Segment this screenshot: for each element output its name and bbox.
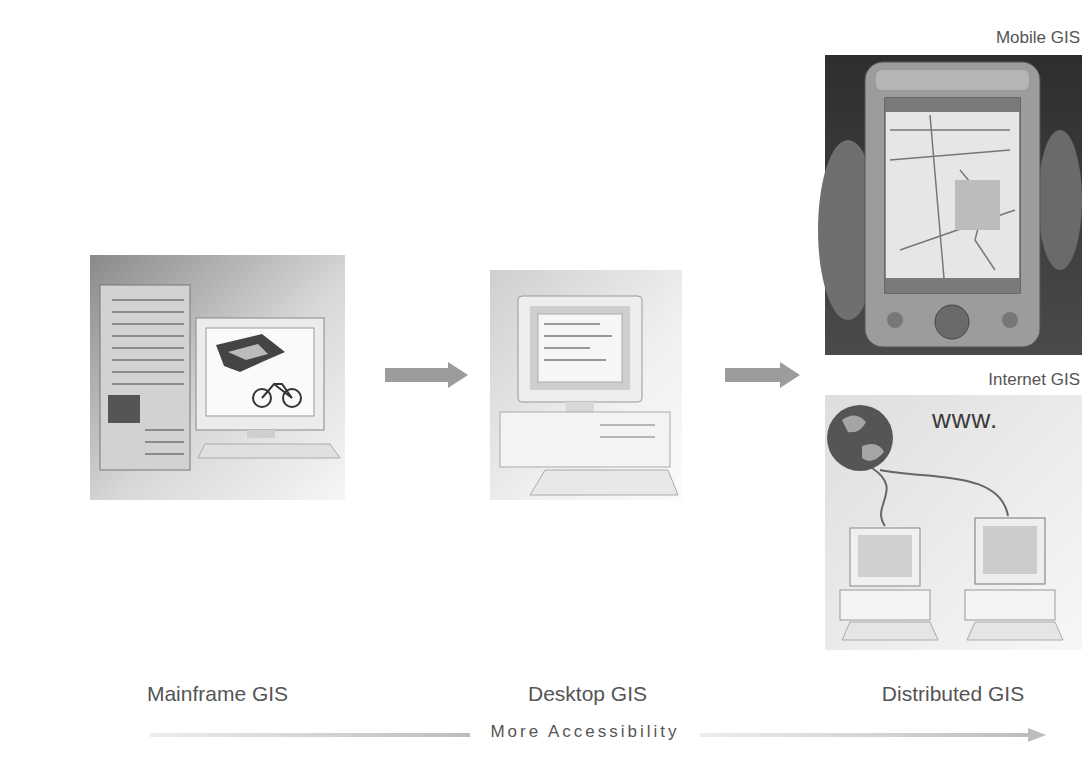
gis-stage-node: Mainframe GIS <box>90 255 345 710</box>
desktop-photo <box>490 270 682 500</box>
free-label: More Accessibility <box>385 722 785 742</box>
internet-photo <box>825 395 1082 650</box>
stage-label: Internet GIS <box>988 370 1080 390</box>
photo-text: www. <box>932 404 998 434</box>
stage-label: Mainframe GIS <box>147 682 288 706</box>
stage-label: Desktop GIS <box>528 682 647 706</box>
gis-stage-node: Desktop GIS <box>490 270 685 710</box>
gis-stage-node: Mobile GIS <box>825 28 1082 365</box>
gis-stage-node: Distributed GIS Mobile GIS Internet GIS <box>822 20 1084 710</box>
stage-label: Mobile GIS <box>996 28 1080 48</box>
free-label: www. <box>932 404 1032 435</box>
mainframe-photo <box>90 255 345 500</box>
mobile-photo <box>818 55 1082 355</box>
progression-arrow <box>385 362 468 388</box>
progression-arrow <box>725 362 800 388</box>
axis-label: More Accessibility <box>482 722 687 741</box>
stage-label: Distributed GIS <box>882 682 1024 706</box>
